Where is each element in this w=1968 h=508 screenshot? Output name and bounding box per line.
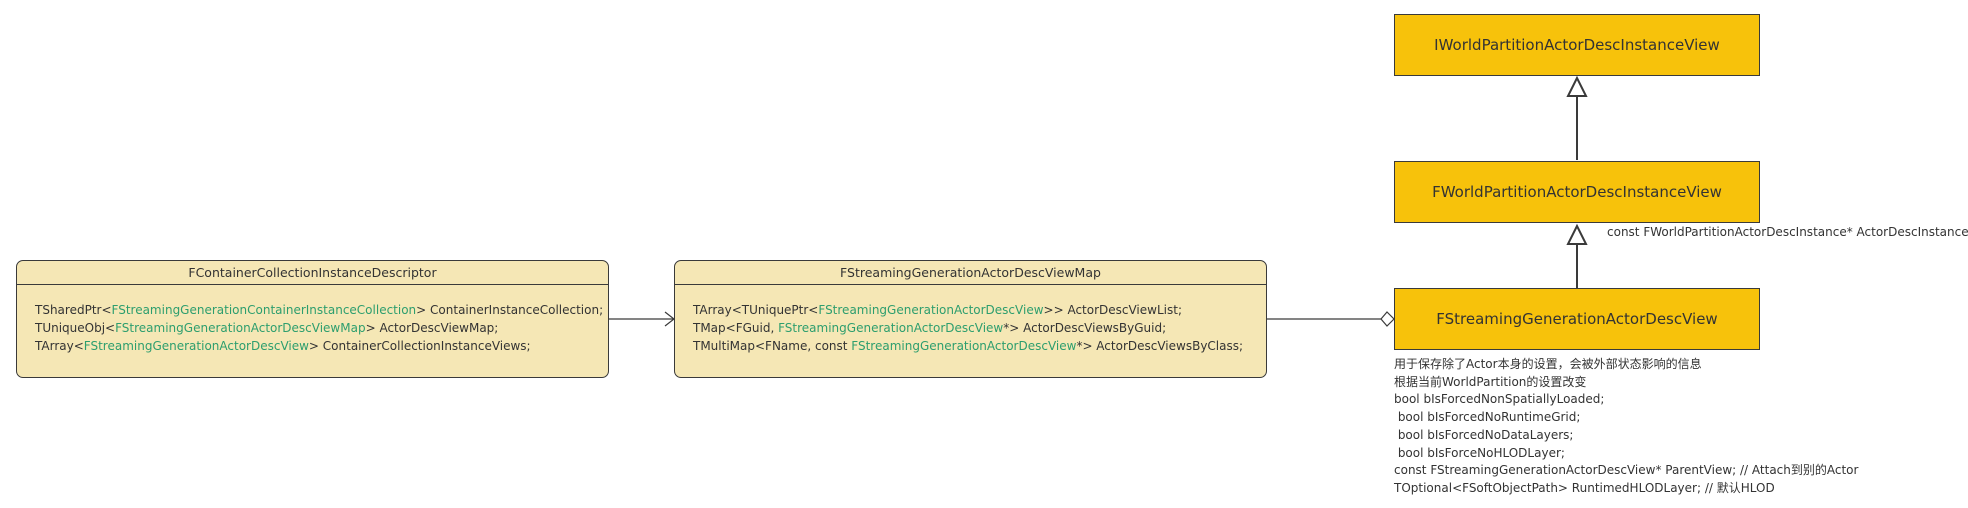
type-reference: FStreamingGenerationContainerInstanceCol… — [111, 303, 417, 317]
field-actor-desc-views-by-guid: TMap<FGuid, FStreamingGenerationActorDes… — [693, 321, 1167, 335]
field-actor-desc-view-list: TArray<TUniquePtr<FStreamingGenerationAc… — [693, 303, 1182, 317]
class-title: FStreamingGenerationActorDescViewMap — [675, 261, 1266, 285]
field-container-collection-instance-views: TArray<FStreamingGenerationActorDescView… — [35, 339, 531, 353]
annotation-note: 用于保存除了Actor本身的设置，会被外部状态影响的信息 根据当前WorldPa… — [1394, 356, 1858, 498]
field-actor-desc-view-map: TUniqueObj<FStreamingGenerationActorDesc… — [35, 321, 499, 335]
class-fields: TSharedPtr<FStreamingGenerationContainer… — [17, 285, 608, 355]
note-line: bool bIsForcedNonSpatiallyLoaded; — [1394, 392, 1605, 407]
class-box-fstreaminggenerationactordescview: FStreamingGenerationActorDescView — [1394, 288, 1760, 350]
interface-name: IWorldPartitionActorDescInstanceView — [1434, 36, 1720, 54]
class-box-fcontainercollectioninstancedescriptor: FContainerCollectionInstanceDescriptor T… — [16, 260, 609, 378]
note-line: 用于保存除了Actor本身的设置，会被外部状态影响的信息 — [1394, 357, 1702, 371]
class-name: FStreamingGenerationActorDescView — [1436, 310, 1718, 328]
member-label-actordescinstance: const FWorldPartitionActorDescInstance* … — [1607, 225, 1968, 239]
note-line: bool bIsForcedNoRuntimeGrid; — [1394, 410, 1581, 425]
aggregation-diamond — [1380, 311, 1395, 327]
note-line: TOptional<FSoftObjectPath> RuntimedHLODL… — [1394, 480, 1775, 495]
class-box-fstreaminggenerationactordescviewmap: FStreamingGenerationActorDescViewMap TAr… — [674, 260, 1267, 378]
note-line: 根据当前WorldPartition的设置改变 — [1394, 374, 1587, 389]
note-line: const FStreamingGenerationActorDescView*… — [1394, 463, 1859, 478]
note-line: bool bIsForceNoHLODLayer; — [1394, 445, 1565, 460]
type-reference: FStreamingGenerationActorDescView — [778, 321, 1004, 335]
type-reference: FStreamingGenerationActorDescView — [83, 339, 309, 353]
type-reference: FStreamingGenerationActorDescView — [818, 303, 1044, 317]
class-fields: TArray<TUniquePtr<FStreamingGenerationAc… — [675, 285, 1266, 355]
note-line: bool bIsForcedNoDataLayers; — [1394, 427, 1574, 442]
interface-box-iworldpartitionactordescinstanceview: IWorldPartitionActorDescInstanceView — [1394, 14, 1760, 76]
inheritance-arrowhead-top — [1566, 75, 1588, 97]
type-reference: FStreamingGenerationActorDescView — [851, 339, 1077, 353]
type-reference: FStreamingGenerationActorDescViewMap — [115, 321, 366, 335]
class-title: FContainerCollectionInstanceDescriptor — [17, 261, 608, 285]
field-actor-desc-views-by-class: TMultiMap<FName, const FStreamingGenerat… — [693, 339, 1244, 353]
class-name: FWorldPartitionActorDescInstanceView — [1432, 183, 1722, 201]
inheritance-arrowhead-mid — [1566, 223, 1588, 245]
class-box-fworldpartitionactordescinstanceview: FWorldPartitionActorDescInstanceView — [1394, 161, 1760, 223]
field-container-instance-collection: TSharedPtr<FStreamingGenerationContainer… — [35, 303, 604, 317]
